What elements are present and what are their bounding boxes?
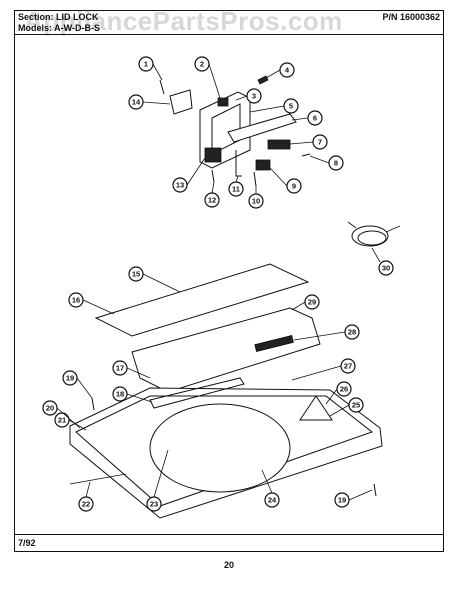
footer-divider (14, 534, 444, 535)
svg-text:8: 8 (334, 159, 338, 168)
screw-left (91, 397, 95, 411)
svg-text:29: 29 (308, 298, 316, 307)
screw-right (373, 483, 377, 497)
callout-13: 13 (172, 177, 188, 193)
svg-text:15: 15 (132, 270, 140, 279)
lid-stop (299, 395, 333, 421)
callout-9: 9 (286, 178, 302, 194)
lid-handle (254, 335, 294, 352)
callout-5: 5 (283, 98, 299, 114)
model-line: Models: A-W-D-B-S (18, 23, 100, 33)
svg-text:30: 30 (382, 264, 390, 273)
svg-text:11: 11 (232, 185, 240, 194)
lock-pin (257, 75, 269, 85)
callout-17: 17 (112, 360, 128, 376)
callout-16: 16 (68, 292, 84, 308)
hinge-bar (149, 377, 245, 409)
svg-text:10: 10 (252, 197, 260, 206)
callout-2: 2 (194, 56, 210, 72)
callout-1: 1 (138, 56, 154, 72)
callout-10: 10 (248, 193, 264, 209)
callout-29: 29 (304, 294, 320, 310)
svg-text:2: 2 (200, 60, 204, 69)
tub-opening (149, 403, 291, 493)
revision-date: 7/92 (18, 538, 36, 548)
svg-text:19: 19 (66, 374, 74, 383)
svg-text:23: 23 (150, 500, 158, 509)
svg-text:21: 21 (58, 416, 66, 425)
top-cover-inner (75, 395, 374, 507)
wire-harness (347, 221, 401, 247)
screw (211, 169, 215, 183)
svg-text:9: 9 (292, 182, 296, 191)
inner-lid-panel (131, 307, 321, 393)
mount-screw (159, 79, 165, 95)
part-number: P/N 16000362 (382, 12, 440, 22)
svg-text:1: 1 (144, 60, 148, 69)
callout-11: 11 (228, 181, 244, 197)
svg-text:7: 7 (318, 138, 322, 147)
callout-19b: 19 (334, 492, 350, 508)
callout-26: 26 (336, 381, 352, 397)
svg-text:4: 4 (285, 66, 290, 75)
side-bracket (169, 89, 193, 115)
lock-solenoid (204, 147, 222, 163)
svg-text:24: 24 (268, 496, 277, 505)
svg-text:19: 19 (338, 496, 346, 505)
callout-25: 25 (348, 397, 364, 413)
svg-text:17: 17 (116, 364, 124, 373)
cord (69, 473, 127, 485)
lid-lock-assembly (159, 75, 311, 187)
callout-15: 15 (128, 266, 144, 282)
clip (235, 150, 242, 177)
svg-text:27: 27 (344, 362, 352, 371)
watermark: AppliancePartsPros.com (24, 6, 343, 36)
callout-7: 7 (312, 134, 328, 150)
callout-27: 27 (340, 358, 356, 374)
svg-text:20: 20 (46, 404, 54, 413)
svg-text:22: 22 (82, 500, 90, 509)
callout-28: 28 (344, 324, 360, 340)
leader-lines (56, 63, 381, 501)
callout-21: 21 (54, 412, 70, 428)
callout-18: 18 (112, 386, 128, 402)
rivet (301, 153, 311, 157)
svg-text:28: 28 (348, 328, 356, 337)
svg-text:6: 6 (313, 114, 317, 123)
callout-19a: 19 (62, 370, 78, 386)
callout-20: 20 (42, 400, 58, 416)
svg-text:12: 12 (208, 196, 216, 205)
callout-22: 22 (78, 496, 94, 512)
page-frame (14, 10, 444, 552)
callout-3: 3 (246, 88, 262, 104)
lock-actuator (217, 97, 229, 107)
callout-12: 12 (204, 192, 220, 208)
callout-6: 6 (307, 110, 323, 126)
svg-text:3: 3 (252, 92, 256, 101)
callout-14: 14 (128, 94, 144, 110)
screw-small (253, 171, 257, 187)
svg-text:16: 16 (72, 296, 80, 305)
lid-panel (94, 263, 310, 337)
callout-23: 23 (146, 496, 162, 512)
page-number: 20 (223, 560, 234, 570)
svg-text:25: 25 (352, 401, 360, 410)
callout-30: 30 (378, 260, 394, 276)
section-title: Section: LID LOCK (18, 12, 99, 22)
svg-text:18: 18 (116, 390, 124, 399)
header-divider (14, 34, 444, 35)
callout-8: 8 (328, 155, 344, 171)
connector (267, 139, 291, 150)
callout-4: 4 (279, 62, 295, 78)
svg-text:26: 26 (340, 385, 348, 394)
mounting-plate (227, 113, 297, 143)
svg-text:5: 5 (289, 102, 293, 111)
callout-24: 24 (264, 492, 280, 508)
svg-text:13: 13 (176, 181, 184, 190)
svg-text:14: 14 (132, 98, 141, 107)
terminal-block (255, 159, 271, 171)
